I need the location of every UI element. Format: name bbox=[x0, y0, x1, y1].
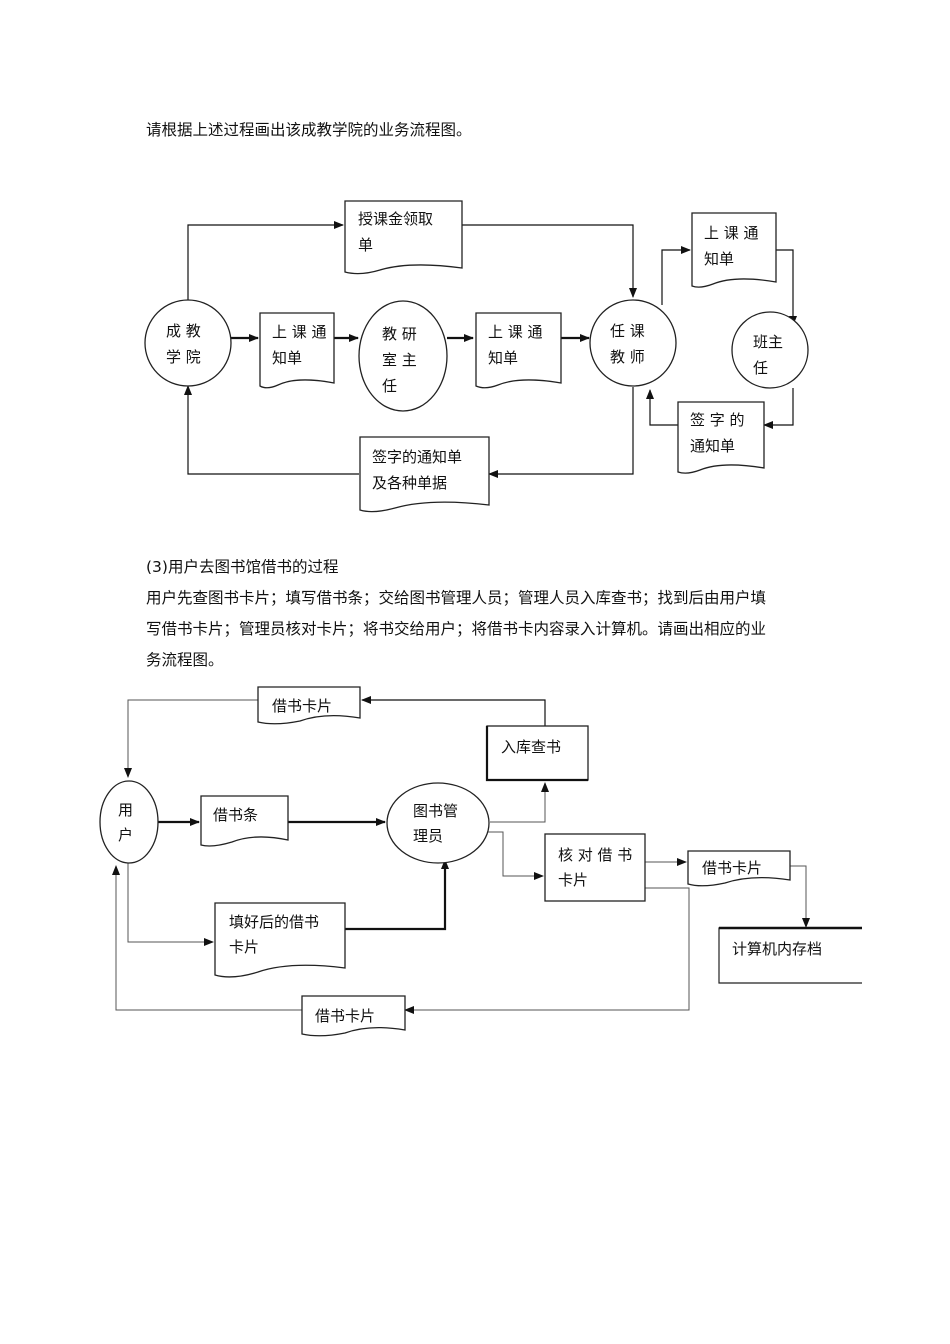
svg-text:签 字 的: 签 字 的 bbox=[690, 411, 745, 429]
svg-text:计算机内存档: 计算机内存档 bbox=[732, 940, 822, 958]
college-node: 成 教 学 院 bbox=[144, 299, 232, 387]
svg-text:入库查书: 入库查书 bbox=[501, 738, 561, 756]
svg-text:知单: 知单 bbox=[272, 349, 302, 367]
computer-archive-store: 计算机内存档 bbox=[718, 926, 862, 984]
librarian-node: 图书管 理员 bbox=[386, 782, 490, 864]
head-teacher-node: 班主 任 bbox=[731, 311, 809, 389]
svg-text:学 院: 学 院 bbox=[166, 348, 201, 366]
svg-text:户: 户 bbox=[118, 826, 133, 844]
svg-text:班主: 班主 bbox=[753, 333, 783, 351]
svg-text:授课金领取: 授课金领取 bbox=[358, 210, 433, 228]
svg-text:核 对 借 书: 核 对 借 书 bbox=[558, 846, 632, 864]
card-document-top: 借书卡片 bbox=[257, 686, 361, 725]
svg-text:室 主: 室 主 bbox=[382, 351, 417, 369]
svg-text:知单: 知单 bbox=[704, 250, 734, 268]
svg-text:及各种单据: 及各种单据 bbox=[372, 474, 447, 492]
svg-text:知单: 知单 bbox=[488, 349, 518, 367]
notice-document-2: 上 课 通 知单 bbox=[475, 312, 562, 389]
notice-document-3: 上 课 通 知单 bbox=[691, 212, 777, 288]
svg-text:借书卡片: 借书卡片 bbox=[315, 1007, 375, 1025]
svg-text:理员: 理员 bbox=[413, 827, 443, 845]
svg-text:借书卡片: 借书卡片 bbox=[702, 859, 762, 877]
svg-text:单: 单 bbox=[358, 236, 373, 254]
teacher-node: 任 课 教 师 bbox=[589, 299, 677, 387]
svg-text:签字的通知单: 签字的通知单 bbox=[372, 448, 462, 466]
section3-line-3: 务流程图。 bbox=[146, 651, 224, 669]
svg-text:借书卡片: 借书卡片 bbox=[272, 697, 332, 715]
svg-text:成 教: 成 教 bbox=[166, 322, 201, 340]
pay-form-document: 授课金领取 单 bbox=[344, 200, 463, 275]
svg-text:上 课 通: 上 课 通 bbox=[704, 224, 759, 242]
svg-text:卡片: 卡片 bbox=[558, 871, 588, 889]
card-document-bottom: 借书卡片 bbox=[301, 995, 406, 1037]
user-node: 用 户 bbox=[99, 780, 159, 864]
section3-line-1: 用户先查图书卡片；填写借书条；交给图书管理人员；管理人员入库查书；找到后由用户填 bbox=[146, 589, 767, 607]
svg-text:上 课 通: 上 课 通 bbox=[488, 323, 543, 341]
svg-text:教 师: 教 师 bbox=[610, 348, 645, 366]
svg-text:图书管: 图书管 bbox=[413, 802, 458, 820]
svg-text:填好后的借书: 填好后的借书 bbox=[229, 913, 319, 931]
signed-notice-document: 签 字 的 通知单 bbox=[677, 401, 765, 474]
svg-text:用: 用 bbox=[118, 801, 133, 819]
svg-text:通知单: 通知单 bbox=[690, 437, 735, 455]
svg-text:任 课: 任 课 bbox=[610, 322, 645, 340]
section3-line-2: 写借书卡片；管理员核对卡片；将书交给用户；将借书卡内容录入计算机。请画出相应的业 bbox=[146, 620, 767, 638]
svg-text:任: 任 bbox=[382, 377, 397, 395]
connectors-1 bbox=[184, 221, 797, 478]
svg-text:借书条: 借书条 bbox=[213, 806, 258, 824]
office-director-node: 教 研 室 主 任 bbox=[358, 300, 448, 412]
signed-notices-and-forms-document: 签字的通知单 及各种单据 bbox=[359, 436, 490, 513]
svg-text:任: 任 bbox=[753, 359, 768, 377]
warehouse-process: 入库查书 bbox=[485, 725, 589, 782]
borrow-slip-document: 借书条 bbox=[200, 795, 289, 847]
intro-prompt: 请根据上述过程画出该成教学院的业务流程图。 bbox=[146, 121, 472, 139]
svg-text:卡片: 卡片 bbox=[229, 938, 259, 956]
verify-card-process: 核 对 借 书 卡片 bbox=[544, 833, 646, 902]
connectors-2 bbox=[112, 696, 810, 1014]
svg-text:上 课 通: 上 课 通 bbox=[272, 323, 327, 341]
svg-text:教 研: 教 研 bbox=[382, 325, 417, 343]
notice-document-1: 上 课 通 知单 bbox=[259, 312, 335, 389]
section3-title: (3)用户去图书馆借书的过程 bbox=[146, 558, 339, 576]
card-document-right: 借书卡片 bbox=[687, 850, 791, 887]
filled-card-document: 填好后的借书 卡片 bbox=[214, 902, 346, 978]
